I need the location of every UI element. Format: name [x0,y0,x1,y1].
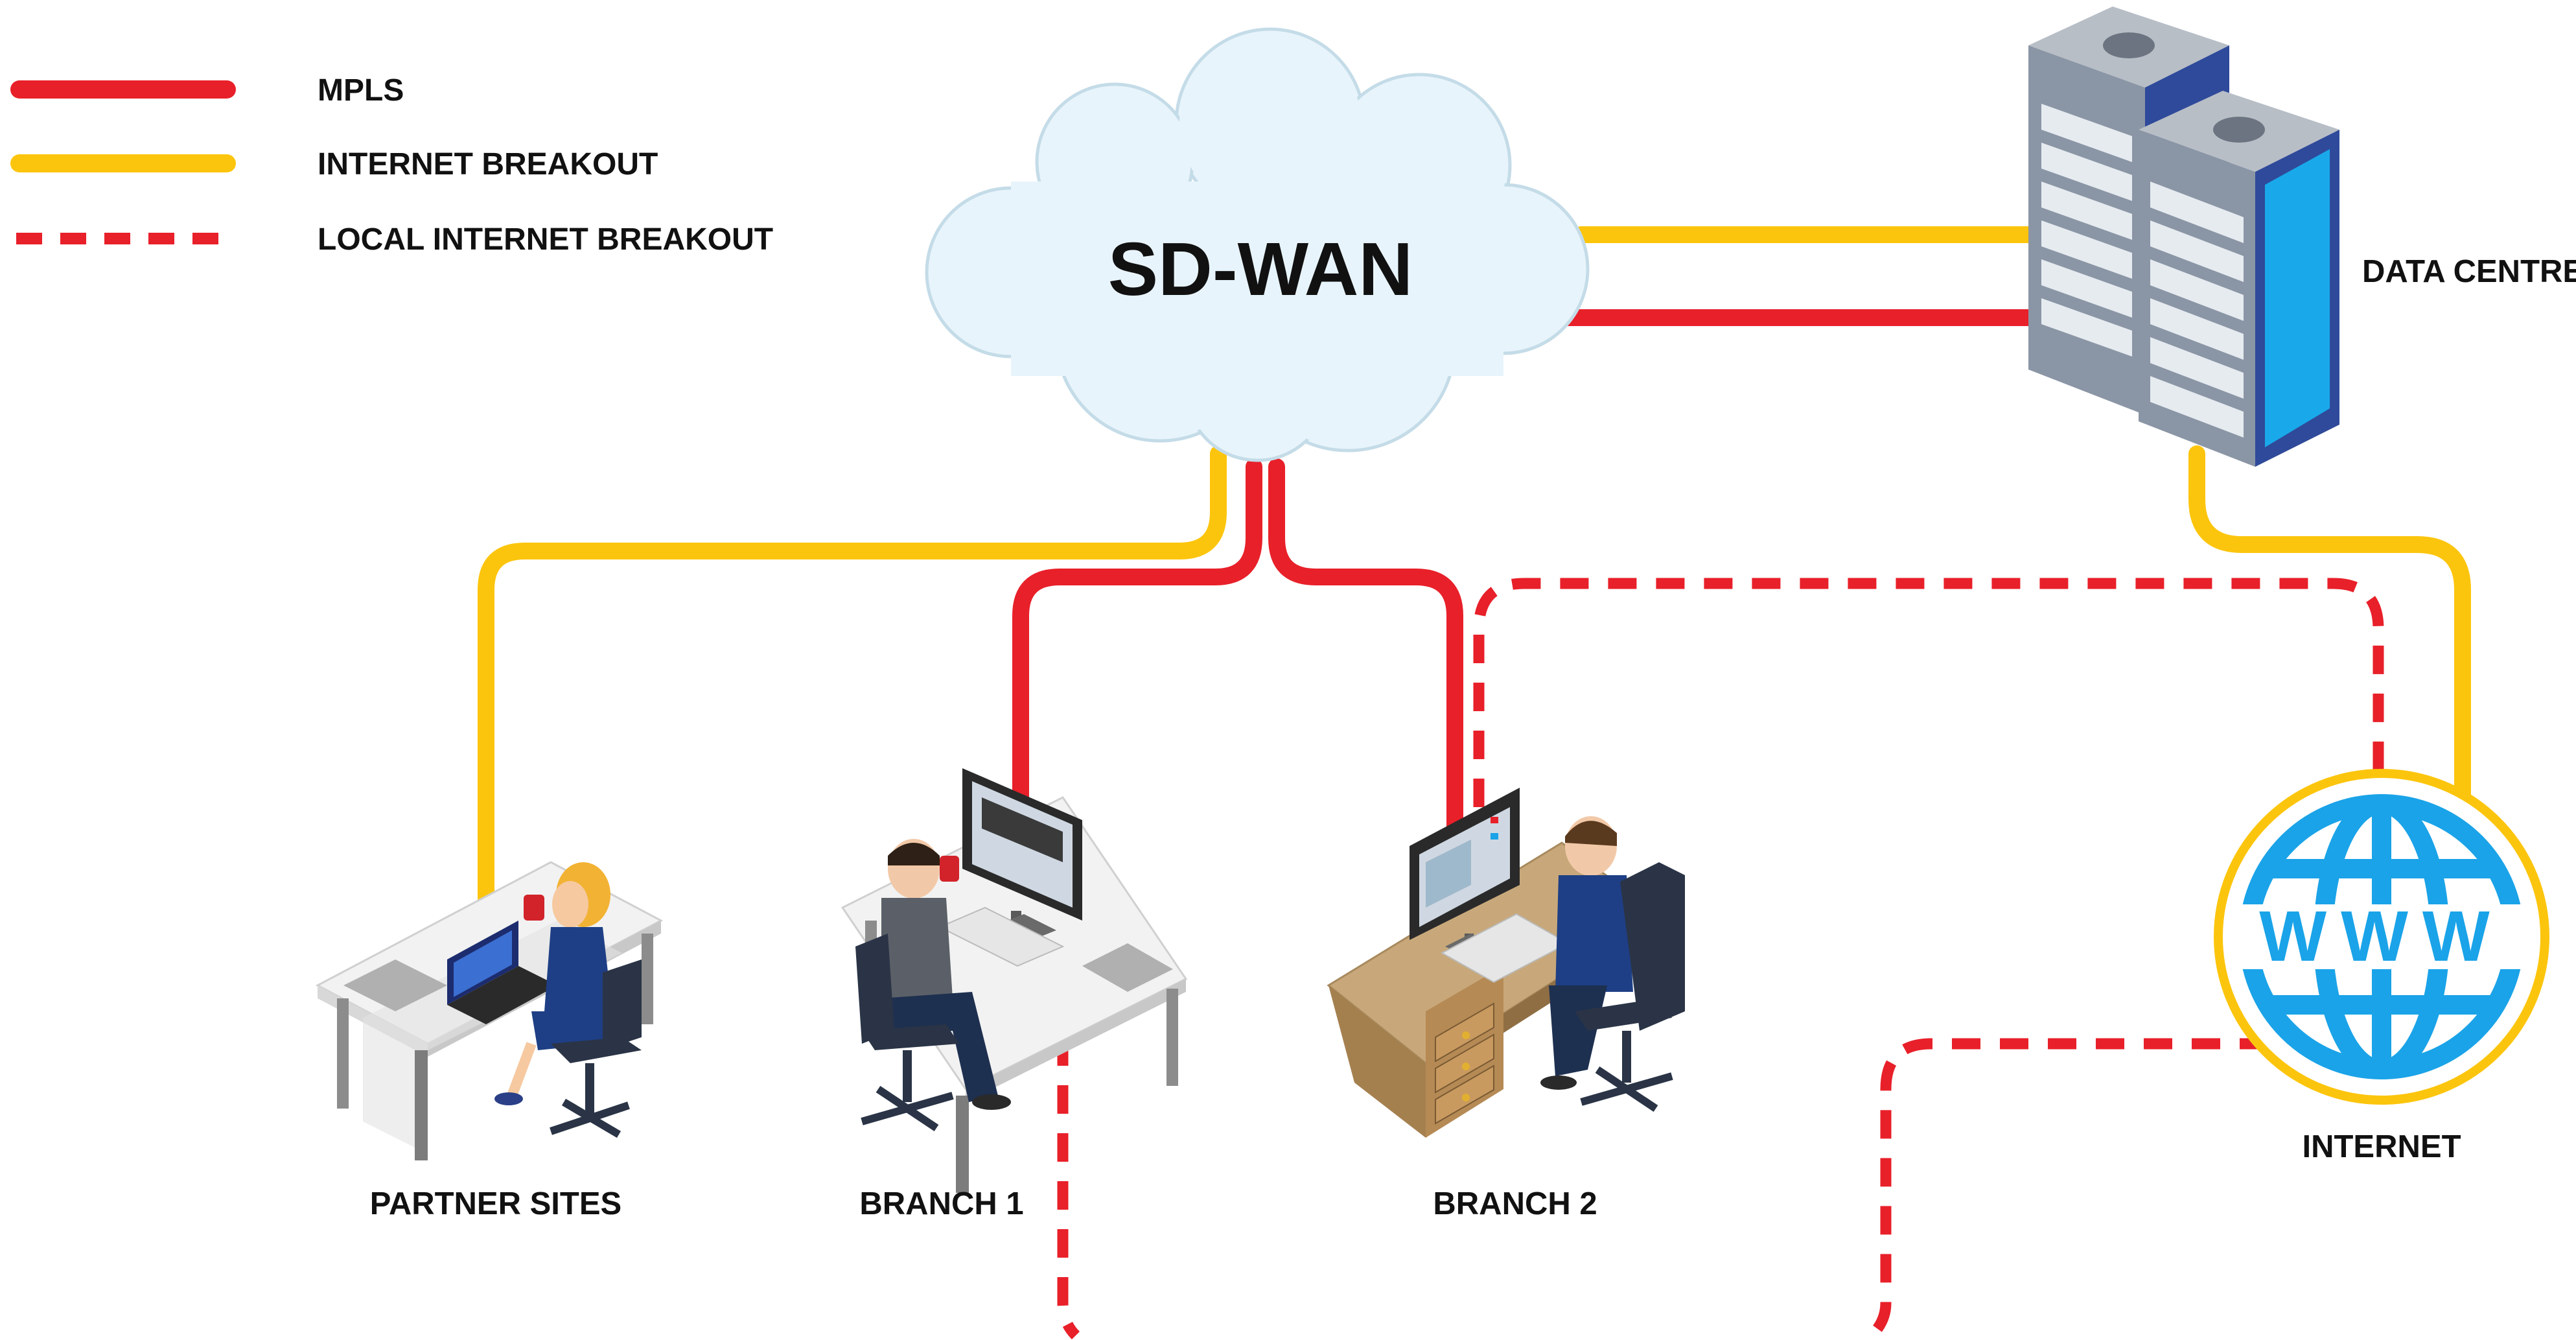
connections [478,226,2471,1340]
link-cloud-partner-internet [478,445,1227,910]
internet-label: INTERNET [2303,1129,2461,1164]
data-centre-label: DATA CENTRE [2362,254,2576,289]
server-rack-icon [2028,6,2339,467]
desktop-workstation-icon-branch-2 [1327,788,1685,1138]
www-globe-icon: WWW [2214,769,2549,1105]
link-cloud-branch2-mpls [1268,458,1463,838]
link-dc-internet [2188,445,2471,809]
link-branch2-internet-local [1473,578,2384,807]
legend: MPLS INTERNET BREAKOUT LOCAL INTERNET BR… [10,73,773,257]
branch-2-label: BRANCH 2 [1433,1186,1597,1221]
link-cloud-branch1-mpls [1012,458,1262,812]
laptop-workstation-icon [315,861,664,1160]
link-branch1-internet-local [1057,1037,1080,1340]
legend-label-local-internet-breakout: LOCAL INTERNET BREAKOUT [318,222,773,257]
branch-1-label: BRANCH 1 [859,1186,1023,1221]
legend-label-mpls: MPLS [318,73,404,108]
desktop-workstation-icon-branch-1 [841,768,1188,1193]
globe-text: WWW [2259,897,2503,976]
sd-wan-cloud: SD-WAN [925,27,1590,462]
link-internet-bottom-local [1866,1038,2268,1340]
partner-sites-label: PARTNER SITES [370,1186,621,1221]
legend-label-internet-breakout: INTERNET BREAKOUT [318,147,658,182]
cloud-label: SD-WAN [1108,227,1413,311]
